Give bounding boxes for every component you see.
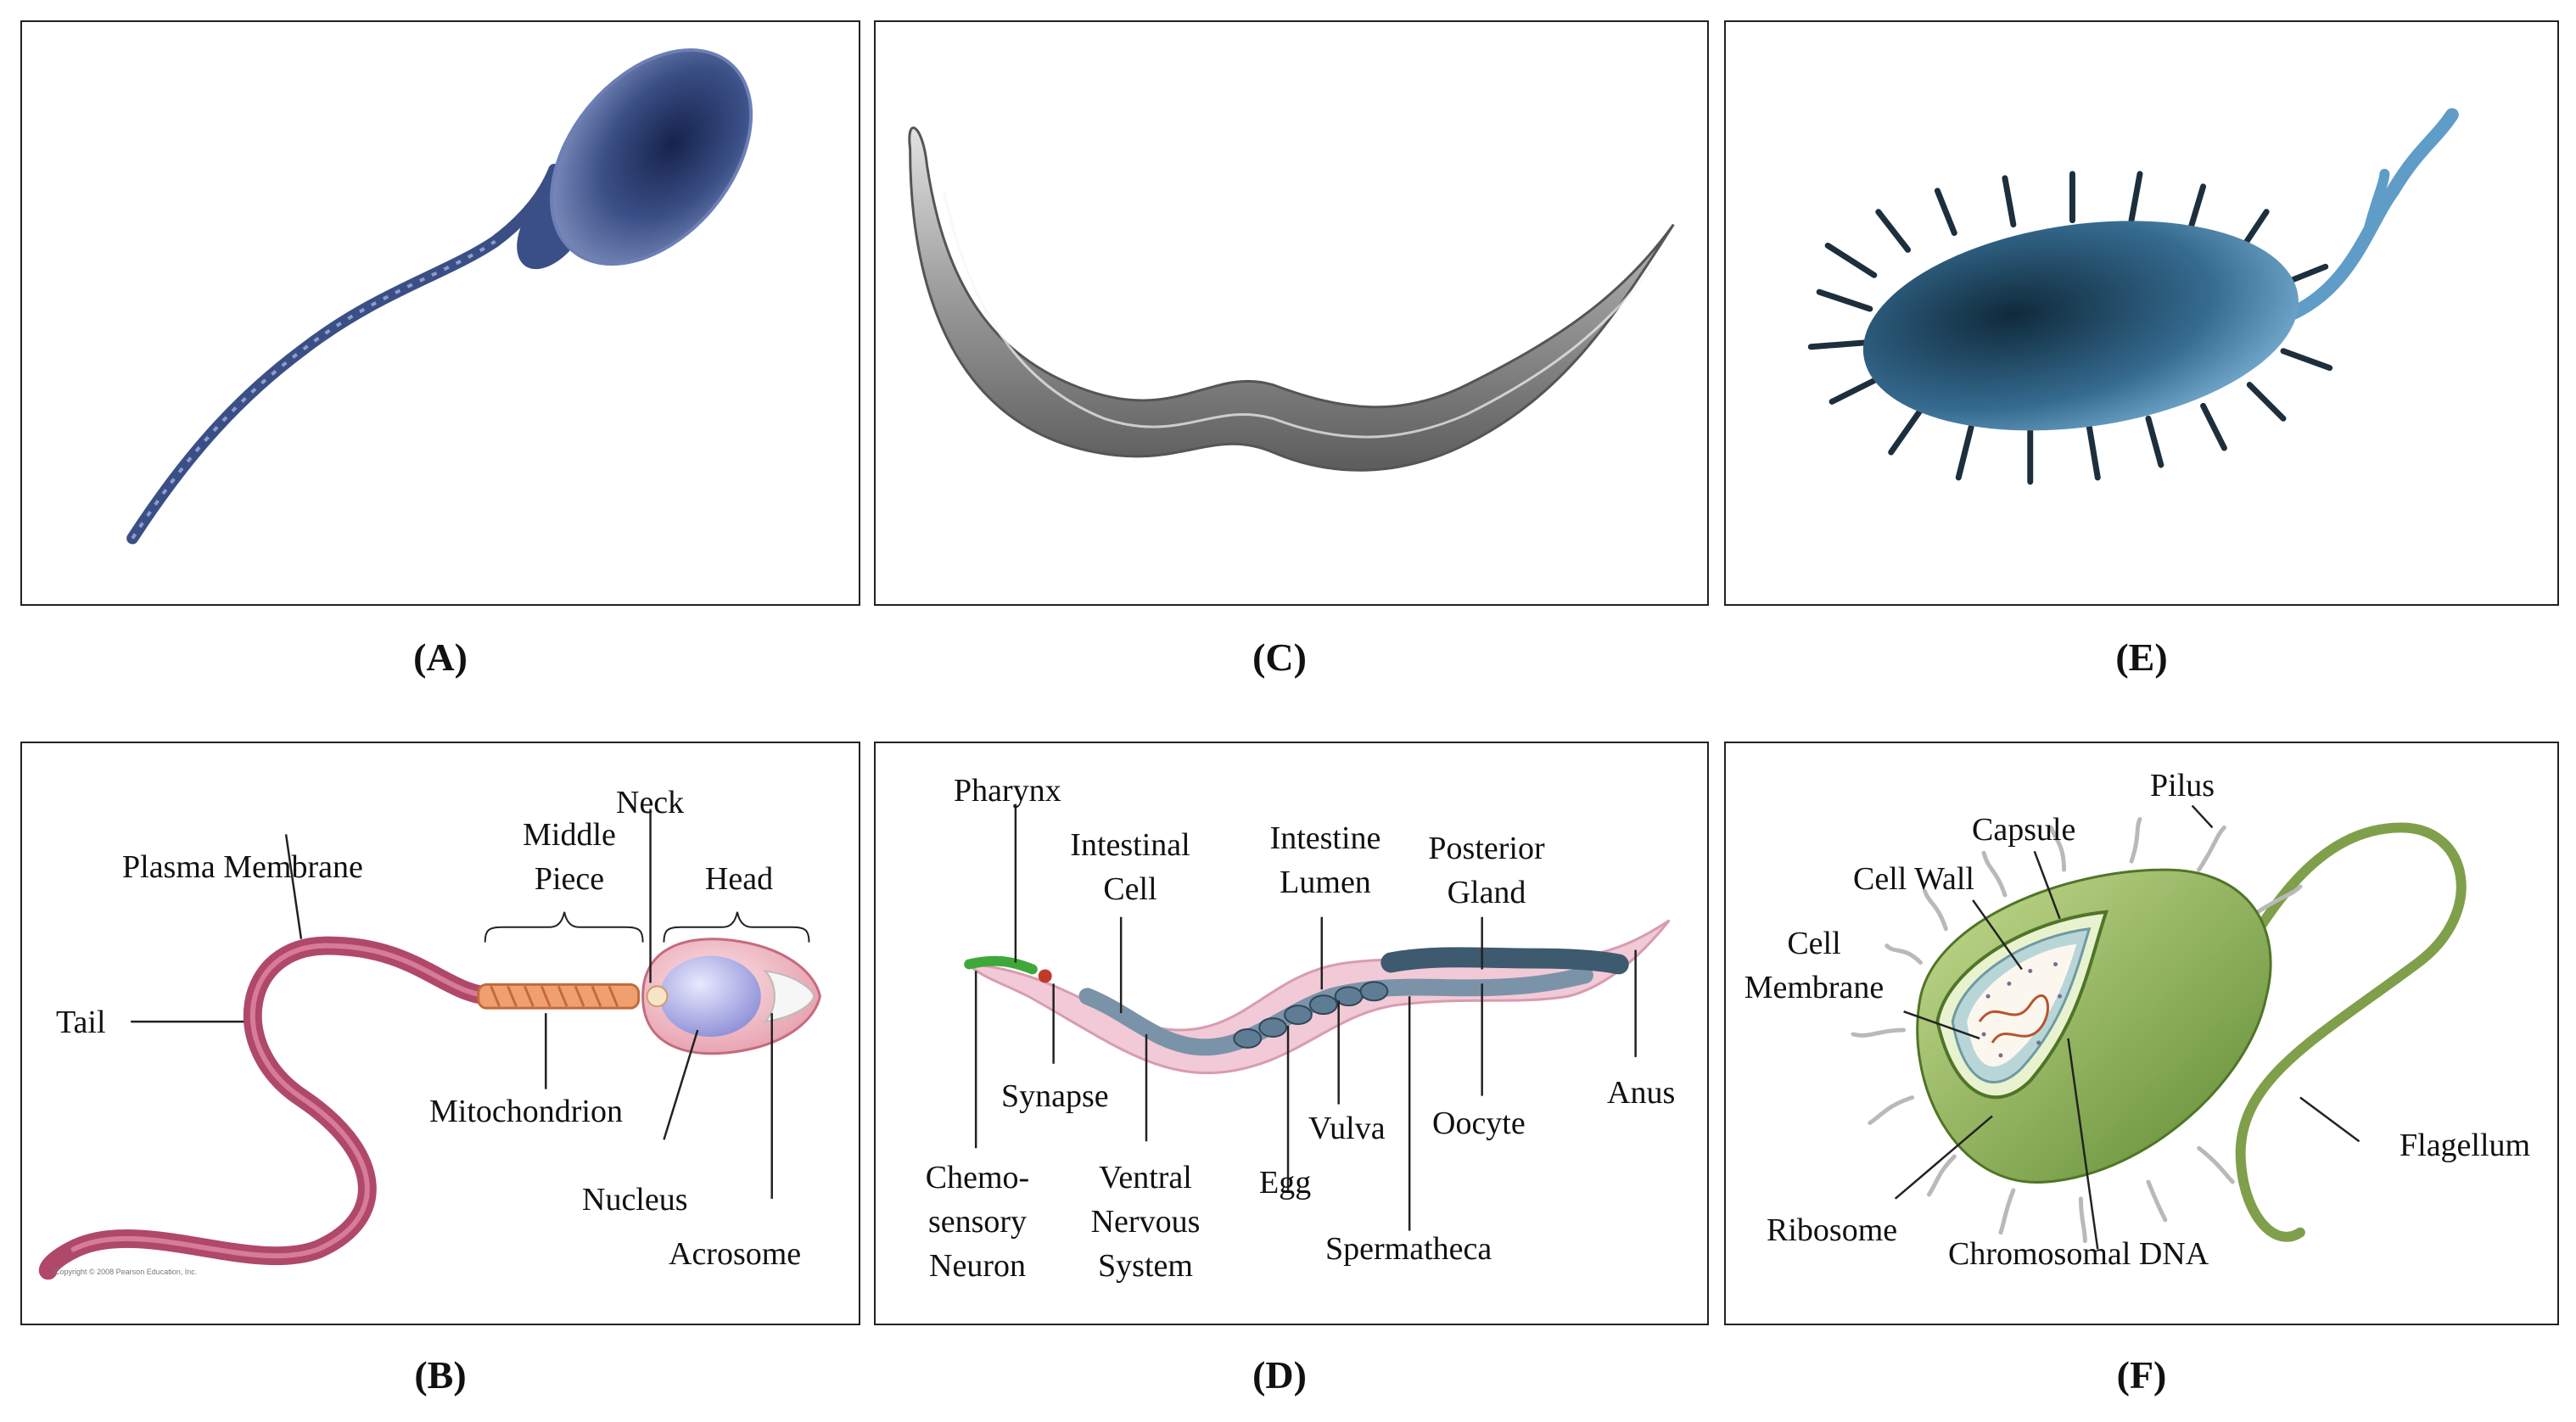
worm-diagram-nerve-ring: [1038, 969, 1052, 983]
panel-c-worm-photo: [874, 20, 1709, 606]
bacterium-diagram-chromosomal-dna: [1978, 994, 2050, 1044]
bacterium-diagram-cytoplasm: [1967, 943, 2077, 1066]
label-egg: Egg: [1259, 1165, 1312, 1201]
label-middle-piece: Middle Piece: [523, 817, 616, 897]
sperm-tail-shape: [126, 164, 561, 545]
worm-diagram-eggs: [1233, 981, 1389, 1049]
sperm-diagram-nucleus: [659, 955, 761, 1037]
label-ventral-nervous-system: Ventral Nervous System: [1090, 1160, 1201, 1284]
sperm-diagram-tail-highlight: [70, 943, 498, 1259]
sperm-head-shape: [549, 48, 753, 266]
label-synapse: Synapse: [1001, 1078, 1109, 1114]
label-vulva: Vulva: [1308, 1111, 1386, 1146]
bacterium-photo-illustration: [1807, 108, 2459, 485]
label-intestinal-cell: Intestinal Cell: [1070, 827, 1190, 907]
label-cell-wall: Cell Wall: [1853, 861, 1974, 897]
label-plasma-membrane: Plasma Membrane: [122, 849, 363, 885]
head-bracket: [663, 911, 810, 943]
label-flagellum: Flagellum: [2400, 1128, 2531, 1163]
worm-leader-lines: [974, 803, 1637, 1231]
worm-diagram-gonad: [1380, 947, 1629, 975]
panel-f-bacterium-diagram: Pilus Capsule Cell Wall Cell Membrane Fl…: [1724, 742, 2559, 1325]
bacterium-leader-lines: [1894, 804, 2360, 1250]
caption-b: (B): [414, 1353, 467, 1397]
panel-b-sperm-diagram: Neck Middle Piece Head Plasma Membrane T…: [20, 742, 860, 1325]
panel-d-worm-diagram: Pharynx Intestinal Cell Intestine Lumen …: [874, 742, 1709, 1325]
panel-e-bacterium-photo: [1724, 20, 2559, 606]
bacterium-diagram-pili: [1851, 816, 2303, 1244]
caption-a: (A): [413, 635, 468, 679]
label-neck: Neck: [616, 785, 685, 820]
label-chemosensory-neuron: Chemo- sensory Neuron: [925, 1160, 1030, 1284]
bacterium-diagram-illustration: [1851, 804, 2467, 1250]
label-mitochondrion: Mitochondrion: [429, 1094, 623, 1129]
sperm-diagram-illustration: [38, 809, 821, 1280]
label-cell-membrane: Cell Membrane: [1744, 926, 1884, 1005]
bacterium-diagram-ribosomes: [1981, 961, 2063, 1058]
label-pilus: Pilus: [2150, 768, 2215, 803]
label-tail: Tail: [56, 1005, 106, 1040]
sperm-diagram-centriole: [646, 985, 669, 1008]
worm-diagram-pharynx: [964, 955, 1038, 975]
caption-e: (E): [2115, 635, 2168, 679]
caption-f: (F): [2116, 1353, 2167, 1397]
sperm-diagram-tail: [38, 936, 505, 1280]
bacterium-flagellum-branch: [2362, 168, 2390, 238]
worm-highlight: [942, 190, 1654, 439]
label-pharynx: Pharynx: [954, 773, 1061, 809]
caption-d: (D): [1252, 1353, 1307, 1397]
label-spermatheca: Spermatheca: [1325, 1231, 1492, 1267]
bacterium-body-shape: [1862, 221, 2299, 431]
bacterium-flagellum-shape: [2276, 108, 2459, 324]
copyright-notice: Copyright © 2008 Pearson Education, Inc.: [54, 1268, 198, 1276]
label-anus: Anus: [1607, 1075, 1676, 1111]
sperm-diagram-acrosome: [762, 970, 815, 1023]
caption-c: (C): [1252, 635, 1307, 679]
label-capsule: Capsule: [1972, 812, 2076, 848]
label-nucleus: Nucleus: [582, 1182, 688, 1218]
label-posterior-gland: Posterior Gland: [1428, 831, 1545, 910]
sperm-photo-illustration: [126, 48, 753, 545]
label-intestine-lumen: Intestine Lumen: [1269, 820, 1381, 900]
sperm-tail-texture: [131, 239, 496, 540]
worm-body-shape: [908, 126, 1675, 472]
worm-diagram-intestine: [1078, 966, 1593, 1056]
worm-diagram-illustration: [964, 803, 1671, 1231]
sperm-leader-lines: [131, 809, 773, 1199]
label-acrosome: Acrosome: [669, 1236, 802, 1272]
panel-a-sperm-photo: [20, 20, 860, 606]
bacterium-pili: [1807, 171, 2333, 485]
bacterium-diagram-flagellum: [2219, 822, 2467, 1242]
worm-photo-illustration: [908, 126, 1675, 472]
label-head: Head: [704, 861, 774, 897]
label-chromosomal-dna: Chromosomal DNA: [1948, 1236, 2209, 1272]
label-ribosome: Ribosome: [1767, 1212, 1898, 1248]
middle-piece-bracket: [484, 911, 644, 943]
mitochondrion-coils: [490, 985, 619, 1007]
label-oocyte: Oocyte: [1432, 1106, 1526, 1141]
